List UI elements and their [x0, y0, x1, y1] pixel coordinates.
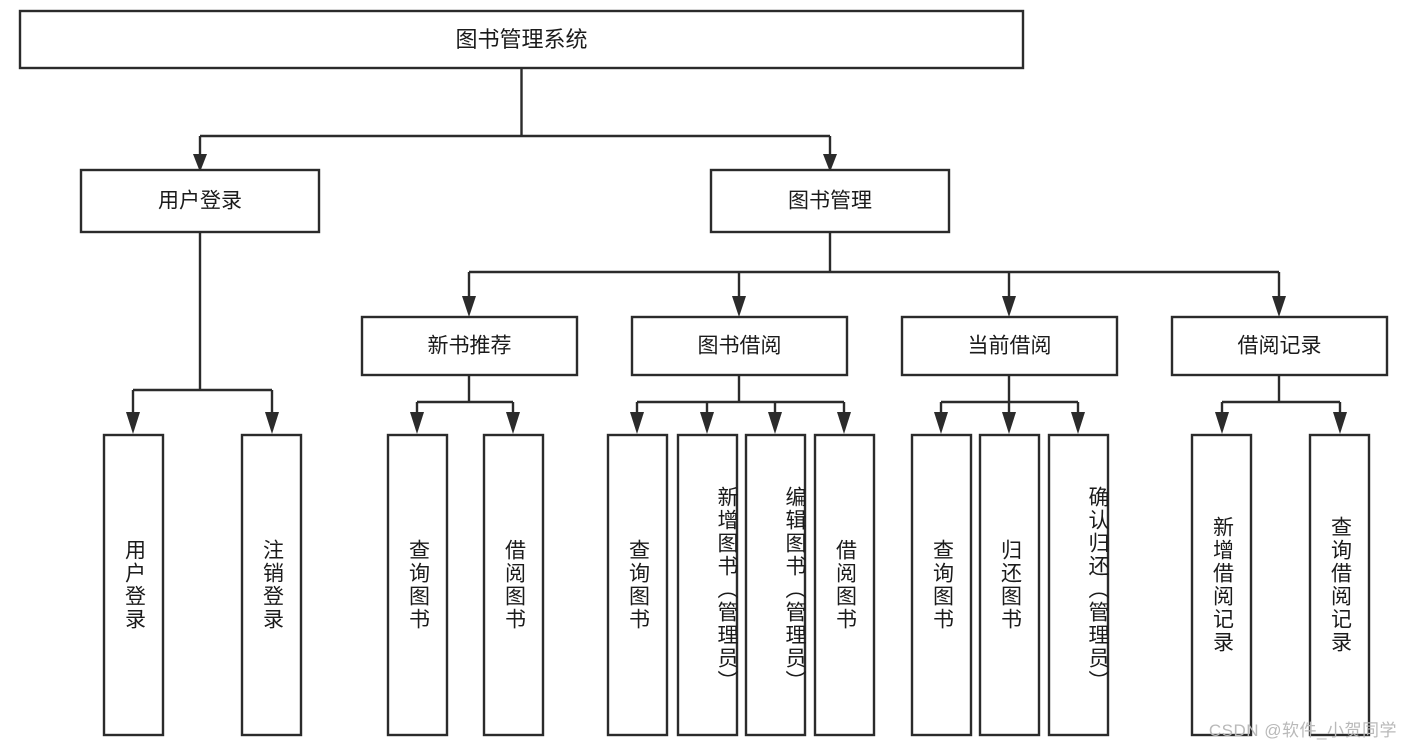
- node-leaf-cb-query-book[interactable]: [910, 433, 973, 737]
- csdn-watermark: CSDN @软件_小贺同学: [1208, 721, 1397, 740]
- node-root-book-management-system[interactable]: [18, 9, 1025, 70]
- arrowhead-nbr-leaf2: [506, 412, 520, 434]
- arrowhead-book-manage: [823, 154, 837, 172]
- node-book-borrow[interactable]: [630, 315, 849, 377]
- arrowhead-user-login: [193, 154, 207, 172]
- node-current-borrow-label: 当前借阅: [968, 335, 1052, 358]
- arrowhead-cb-leaf2: [1002, 412, 1016, 434]
- node-leaf-br-add-record[interactable]: [1190, 433, 1253, 737]
- node-root-label: 图书管理系统: [455, 27, 587, 52]
- connector-group-borrow-record: [1215, 375, 1347, 434]
- node-leaf-logout[interactable]: [240, 433, 303, 737]
- node-leaf-br-query-record[interactable]: [1308, 433, 1371, 737]
- node-leaf-bb-add-book-admin[interactable]: [676, 433, 739, 737]
- arrowhead-bb-leaf2: [700, 412, 714, 434]
- node-new-book-recommend[interactable]: [360, 315, 579, 377]
- node-leaf-bb-borrow-book[interactable]: [813, 433, 876, 737]
- arrowhead-cb-leaf1: [934, 412, 948, 434]
- node-leaf-nbr-query-book[interactable]: [386, 433, 449, 737]
- node-book-management-label: 图书管理: [788, 190, 872, 213]
- connector-group-new-book-recommend: [410, 375, 520, 434]
- node-borrow-record[interactable]: [1170, 315, 1389, 377]
- node-leaf-bb-query-book[interactable]: [606, 433, 669, 737]
- node-current-borrow[interactable]: [900, 315, 1119, 377]
- arrowhead-cb-leaf3: [1071, 412, 1085, 434]
- arrowhead-leaf-logout: [265, 412, 279, 434]
- connector-group-current-borrow: [934, 375, 1085, 434]
- connector-group-book-borrow: [630, 375, 851, 434]
- node-book-management[interactable]: [709, 168, 951, 234]
- node-leaf-nbr-borrow-book[interactable]: [482, 433, 545, 737]
- connector-group-user-login: [126, 232, 279, 434]
- node-leaf-bb-edit-book-admin[interactable]: [744, 433, 807, 737]
- arrowhead-bb-leaf4: [837, 412, 851, 434]
- arrowhead-bb-leaf3: [768, 412, 782, 434]
- arrowhead-br-leaf1: [1215, 412, 1229, 434]
- arrowhead-new-book-recommend: [462, 296, 476, 317]
- node-borrow-record-label: 借阅记录: [1238, 335, 1322, 358]
- node-leaf-cb-confirm-return-admin[interactable]: [1047, 433, 1110, 737]
- arrowhead-br-leaf2: [1333, 412, 1347, 434]
- node-user-login[interactable]: [79, 168, 321, 234]
- node-leaf-user-login[interactable]: [102, 433, 165, 737]
- node-book-borrow-label: 图书借阅: [698, 335, 782, 358]
- arrowhead-current-borrow: [1002, 296, 1016, 317]
- arrowhead-leaf-user-login: [126, 412, 140, 434]
- arrowhead-bb-leaf1: [630, 412, 644, 434]
- connector-group-book-manage: [462, 232, 1286, 317]
- node-new-book-recommend-label: 新书推荐: [428, 335, 512, 358]
- connector-group-root: [193, 68, 837, 172]
- node-leaf-cb-return-book[interactable]: [978, 433, 1041, 737]
- arrowhead-book-borrow: [732, 296, 746, 317]
- arrowhead-borrow-record: [1272, 296, 1286, 317]
- arrowhead-nbr-leaf1: [410, 412, 424, 434]
- node-user-login-label: 用户登录: [158, 190, 242, 213]
